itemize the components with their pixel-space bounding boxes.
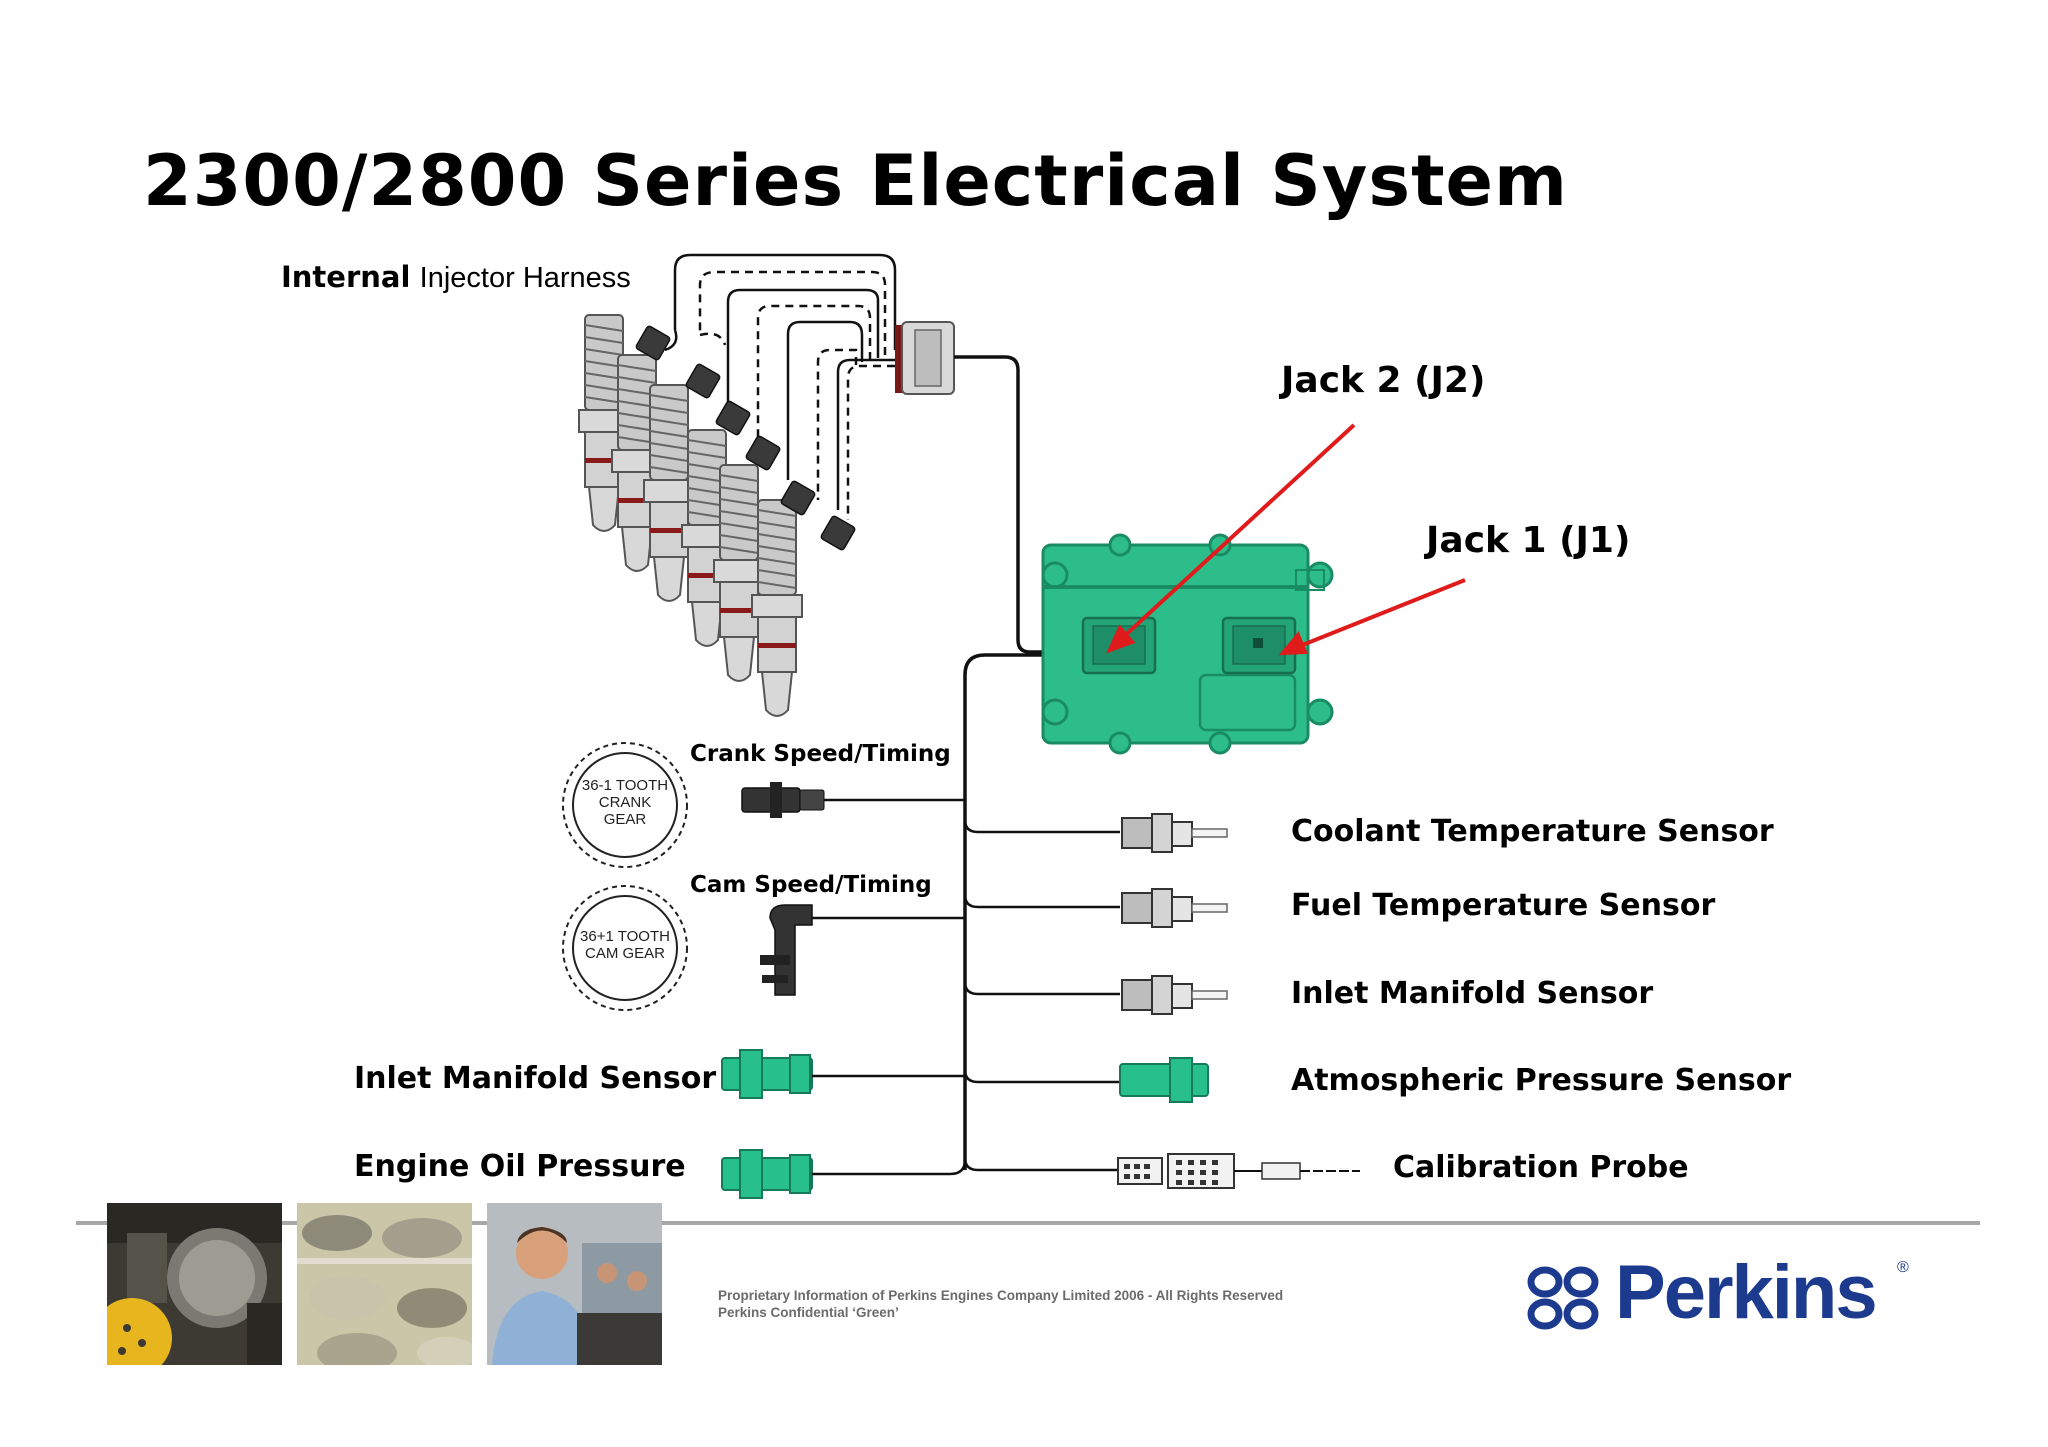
injector-harness-wires <box>664 253 897 520</box>
oil-pressure-sensor <box>721 1149 967 1199</box>
registered-mark: ® <box>1897 1259 1909 1276</box>
harness-label-normal: Injector Harness <box>419 262 631 294</box>
page-title: 2300/2800 Series Electrical System <box>143 140 1568 222</box>
coolant-sensor-label: Coolant Temperature Sensor <box>1291 814 1774 849</box>
atmospheric-pressure-sensor <box>1119 1057 1209 1103</box>
injectors <box>578 314 856 717</box>
crank-gear-label: 36-1 TOOTH CRANK GEAR <box>575 777 675 828</box>
jack-1-label: Jack 1 (J1) <box>1426 520 1631 561</box>
cam-speed-label: Cam Speed/Timing <box>690 872 932 898</box>
injector-6 <box>751 499 803 717</box>
calibration-probe <box>1117 1153 1360 1189</box>
fuel-sensor-label: Fuel Temperature Sensor <box>1291 888 1716 923</box>
crank-gear-line-1: 36-1 TOOTH <box>581 777 669 794</box>
injector-3 <box>643 384 695 602</box>
injector-1 <box>578 314 630 532</box>
legal-line-2: Perkins Confidential ‘Green’ <box>718 1305 899 1320</box>
injector-5 <box>713 464 765 682</box>
main-harness-trunk <box>954 355 1050 1170</box>
coolant-temp-sensor <box>1121 813 1228 853</box>
crank-gear-line-3: GEAR <box>603 811 647 828</box>
perkins-wordmark: Perkins <box>1615 1250 1878 1335</box>
crank-speed-label: Crank Speed/Timing <box>690 741 951 767</box>
cam-gear-line-1: 36+1 TOOTH <box>580 928 670 945</box>
right-branch-wires <box>963 819 1120 1172</box>
perkins-emblem-icon <box>1527 1266 1599 1330</box>
cam-gear-line-2: CAM GEAR <box>584 945 665 962</box>
calibration-probe-label: Calibration Probe <box>1393 1150 1689 1185</box>
cam-speed-sensor <box>760 904 965 996</box>
inlet-manifold-temp-sensor-right <box>1121 975 1228 1015</box>
technician-photo <box>487 1203 662 1365</box>
callout-arrows <box>1106 423 1466 656</box>
inlet-manifold-sensor-left <box>721 1049 965 1099</box>
inlet-manifold-left-label: Inlet Manifold Sensor <box>354 1061 717 1096</box>
oil-pressure-label: Engine Oil Pressure <box>354 1149 686 1184</box>
cam-gear-diagram <box>562 885 688 1011</box>
legal-line-1: Proprietary Information of Perkins Engin… <box>718 1288 1284 1303</box>
jack-1-connector <box>1221 616 1297 675</box>
perkins-logo: Perkins ® <box>1525 1250 1925 1335</box>
crank-gear-line-2: CRANK <box>598 794 652 811</box>
atmospheric-sensor-label: Atmospheric Pressure Sensor <box>1291 1063 1792 1098</box>
harness-label: Internal Injector Harness <box>281 260 631 295</box>
jack-2-label: Jack 2 (J2) <box>1281 360 1486 401</box>
injector-4 <box>681 429 733 647</box>
cam-gear-label: 36+1 TOOTH CAM GEAR <box>573 928 677 962</box>
engine-photo <box>107 1203 282 1365</box>
crank-gear-diagram <box>562 742 688 868</box>
harness-connector <box>895 321 955 395</box>
fuel-temp-sensor <box>1121 888 1228 928</box>
injector-2 <box>611 354 663 572</box>
footer-divider <box>76 1221 1980 1225</box>
crank-speed-sensor <box>741 782 965 818</box>
harness-label-bold: Internal <box>281 260 411 294</box>
pistons-photo <box>297 1203 472 1365</box>
inlet-manifold-right-label: Inlet Manifold Sensor <box>1291 976 1654 1011</box>
legal-notice: Proprietary Information of Perkins Engin… <box>718 1287 1283 1321</box>
